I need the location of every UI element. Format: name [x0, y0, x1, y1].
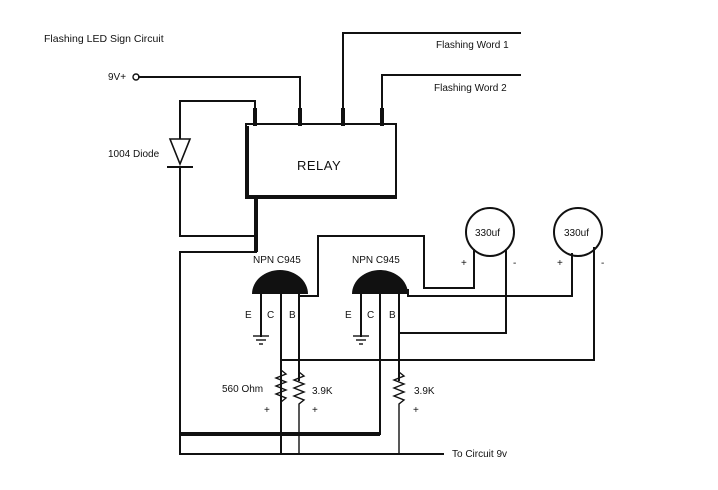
transistor-1-pin-b: B: [289, 310, 296, 321]
label-cap-2: 330uf: [564, 228, 589, 239]
transistor-1-pin-c: C: [267, 310, 274, 321]
label-r3: 3.9K: [414, 386, 435, 397]
label-r2: 3.9K: [312, 386, 333, 397]
label-flashing-word-2: Flashing Word 2: [434, 83, 507, 94]
capacitor-2: [553, 207, 603, 257]
diode-symbol: [168, 138, 192, 167]
label-transistor-1: NPN C945: [253, 255, 301, 266]
cap-2-minus: -: [601, 258, 604, 269]
label-flashing-word-1: Flashing Word 1: [436, 40, 509, 51]
transistor-2-pin-c: C: [367, 310, 374, 321]
ground-2: [353, 335, 369, 345]
ground-1: [253, 335, 269, 345]
r1-plus: +: [264, 405, 270, 416]
transistor-2-pin-e: E: [345, 310, 352, 321]
capacitor-1: [465, 207, 515, 257]
label-cap-1: 330uf: [475, 228, 500, 239]
r2-plus: +: [312, 405, 318, 416]
resistor-3-9k-1: [292, 371, 306, 454]
transistor-1-pin-e: E: [245, 310, 252, 321]
resistor-560: [274, 369, 288, 403]
relay-label: RELAY: [297, 158, 341, 173]
diagram-title: Flashing LED Sign Circuit: [44, 33, 164, 45]
relay-block: [245, 123, 397, 199]
transistor-1-body: [252, 270, 308, 294]
resistor-3-9k-2: [392, 371, 406, 454]
transistor-2-pin-b: B: [389, 310, 396, 321]
label-to-circuit: To Circuit 9v: [452, 449, 507, 460]
label-r1: 560 Ohm: [222, 384, 263, 395]
label-supply: 9V+: [108, 72, 126, 83]
output-wires: [342, 32, 521, 125]
cap-2-plus: +: [557, 258, 563, 269]
transistor-2-body: [352, 270, 408, 294]
label-transistor-2: NPN C945: [352, 255, 400, 266]
r3-plus: +: [413, 405, 419, 416]
cap-1-plus: +: [461, 258, 467, 269]
cap-1-minus: -: [513, 258, 516, 269]
label-diode: 1004 Diode: [108, 149, 160, 160]
